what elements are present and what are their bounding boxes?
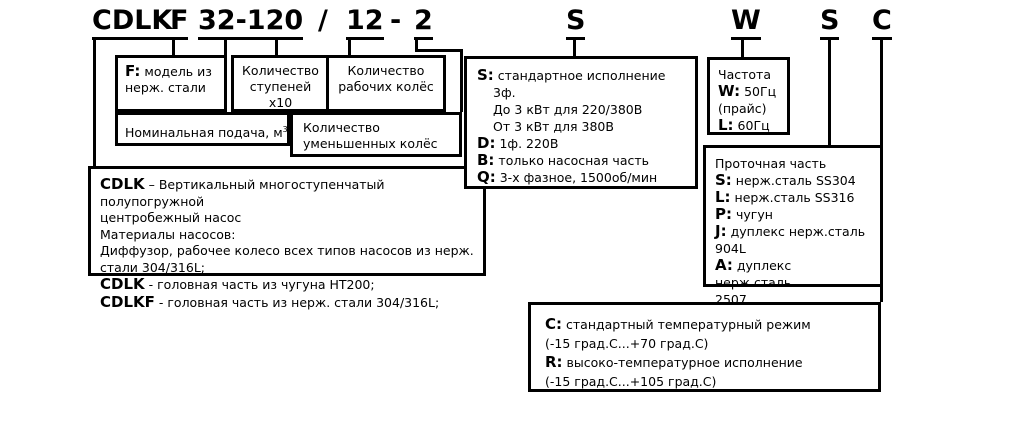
frequency-row-2-text: 60Гц (737, 118, 770, 133)
flow-row-2-code: P: (715, 205, 732, 223)
cdlk-desc-l2: центробежный насос (100, 210, 242, 225)
connector-s-flow (828, 40, 831, 145)
connector-2-horizontal (415, 49, 463, 52)
model-f-text: модель из (140, 64, 212, 79)
code-segment-12: 12 (346, 6, 384, 40)
connector-f (172, 40, 175, 55)
flow-row-2-text: чугун (735, 207, 773, 222)
motor-row-6-code: Q: (477, 168, 496, 186)
flow-row-4-code: A: (715, 256, 733, 274)
box-temperature: C: стандартный температурный режим (-15 … (528, 302, 881, 392)
cdlk-desc-l6-code: CDLK (100, 275, 145, 293)
cdlk-desc-l6: - головная часть из чугуна HT200; (144, 277, 375, 292)
flow-row-1-text: нерж.сталь SS316 (734, 190, 855, 205)
motor-row-0-code: S: (477, 66, 494, 84)
cdlk-desc-l5: стали 304/316L; (100, 259, 206, 275)
cdlk-desc-l4: Диффузор, рабочее колесо всех типов насо… (100, 243, 474, 258)
box-impellers: Количество рабочих колёс (326, 55, 446, 112)
connector-s-motor (573, 40, 576, 56)
temperature-r1-code: C: (545, 315, 563, 333)
impellers-line2: рабочих колёс (338, 79, 434, 94)
box-motor-version: S: стандартное исполнение 3ф. До 3 кВт д… (464, 56, 698, 189)
cdlk-desc-l3: Материалы насосов: (100, 226, 236, 242)
flow-row-0-text: нерж.сталь SS304 (735, 173, 856, 188)
connector-2-drop (460, 49, 463, 112)
impellers-line1: Количество (347, 63, 425, 78)
motor-row-3-text: От 3 кВт для 380В (493, 119, 614, 134)
reduced-impellers-line2: уменьшенных колёс (303, 136, 438, 151)
reduced-impellers-line1: Количество (303, 120, 380, 135)
model-f-line2: нерж. стали (125, 80, 206, 95)
flow-row-0-code: S: (715, 171, 732, 189)
connector-2-stub (415, 40, 418, 52)
box-frequency: Частота W: 50Гц (прайс) L: 60Гц (707, 57, 790, 135)
flow-row-3-code: J: (715, 222, 727, 240)
box-model-f: F: модель из нерж. стали (115, 55, 227, 112)
cdlk-desc-l1: – Вертикальный многоступенчатый полупогр… (100, 177, 385, 209)
box-reduced-impellers: Количество уменьшенных колёс (290, 112, 462, 157)
motor-row-5-text: только насосная часть (498, 153, 649, 168)
connector-stages (275, 40, 278, 55)
flow-row-4-text: дуплекс нерж.сталь (715, 258, 792, 290)
motor-row-0-text: стандартное исполнение (497, 68, 666, 83)
connector-12 (348, 40, 351, 55)
nominal-flow-sup: 3 (282, 125, 288, 134)
flow-row-1-code: L: (715, 188, 731, 206)
cdlk-desc-code: CDLK (100, 175, 145, 193)
box-cdlk-description: CDLK – Вертикальный многоступенчатый пол… (88, 166, 486, 310)
frequency-heading: Частота (718, 67, 771, 82)
motor-row-6-text: 3-х фазное, 1500об/мин (499, 170, 658, 185)
motor-row-1-text: 3ф. (493, 85, 516, 100)
temperature-r1-text: стандартный температурный режим (566, 317, 811, 332)
box-nominal-flow: Номинальная подача, м3/ч (115, 112, 299, 146)
motor-row-2-text: До 3 кВт для 220/380В (493, 102, 643, 117)
flow-part-heading: Проточная часть (715, 156, 827, 171)
temperature-r3-text: высоко-температурное исполнение (566, 355, 803, 370)
stages-line1: Количество (242, 63, 319, 78)
motor-row-4-text: 1ф. 220В (499, 136, 559, 151)
code-separator-slash: / (318, 5, 328, 36)
flow-row-3-text: дуплекс нерж.сталь (730, 224, 866, 239)
code-segment-w: W (731, 6, 761, 40)
temperature-r4: (-15 град.С...+105 град.С) (545, 374, 717, 389)
flow-row-3-cont: 904L (715, 241, 746, 256)
connector-cdlk (93, 40, 96, 166)
code-segment-2: 2 (414, 6, 433, 40)
code-segment-cdlk: CDLK (92, 6, 173, 40)
code-segment-s-motor: S (566, 6, 586, 40)
frequency-row-0-code: W: (718, 82, 741, 100)
temperature-r3-code: R: (545, 353, 563, 371)
code-segment-s-flow: S (820, 6, 840, 40)
frequency-row-1-text: (прайс) (718, 101, 767, 116)
stages-line2: ступеней х10 (249, 79, 312, 110)
motor-row-4-code: D: (477, 134, 496, 152)
cdlk-desc-l7: - головная часть из нерж. стали 304/316L… (154, 294, 440, 310)
motor-row-5-code: B: (477, 151, 495, 169)
frequency-row-2-code: L: (718, 116, 734, 134)
connector-w (741, 40, 744, 57)
temperature-r2: (-15 град.С...+70 град.С) (545, 336, 709, 351)
cdlk-desc-l7-code: CDLKF (100, 292, 155, 311)
model-code-line: CDLK F 32-120 / 12 - 2 S W S C (0, 0, 1024, 44)
nominal-flow-text: Номинальная подача, м (125, 125, 283, 141)
frequency-row-0-text: 50Гц (744, 84, 777, 99)
box-flow-part: Проточная часть S: нерж.сталь SS304 L: н… (703, 145, 883, 307)
code-segment-32-120: 32-120 (198, 6, 304, 40)
model-f-code: F: (125, 62, 141, 80)
box-stages: Количество ступеней х10 (231, 55, 330, 112)
code-segment-f: F (170, 6, 189, 40)
code-segment-c: C (872, 6, 892, 40)
code-separator-dash: - (390, 5, 402, 36)
